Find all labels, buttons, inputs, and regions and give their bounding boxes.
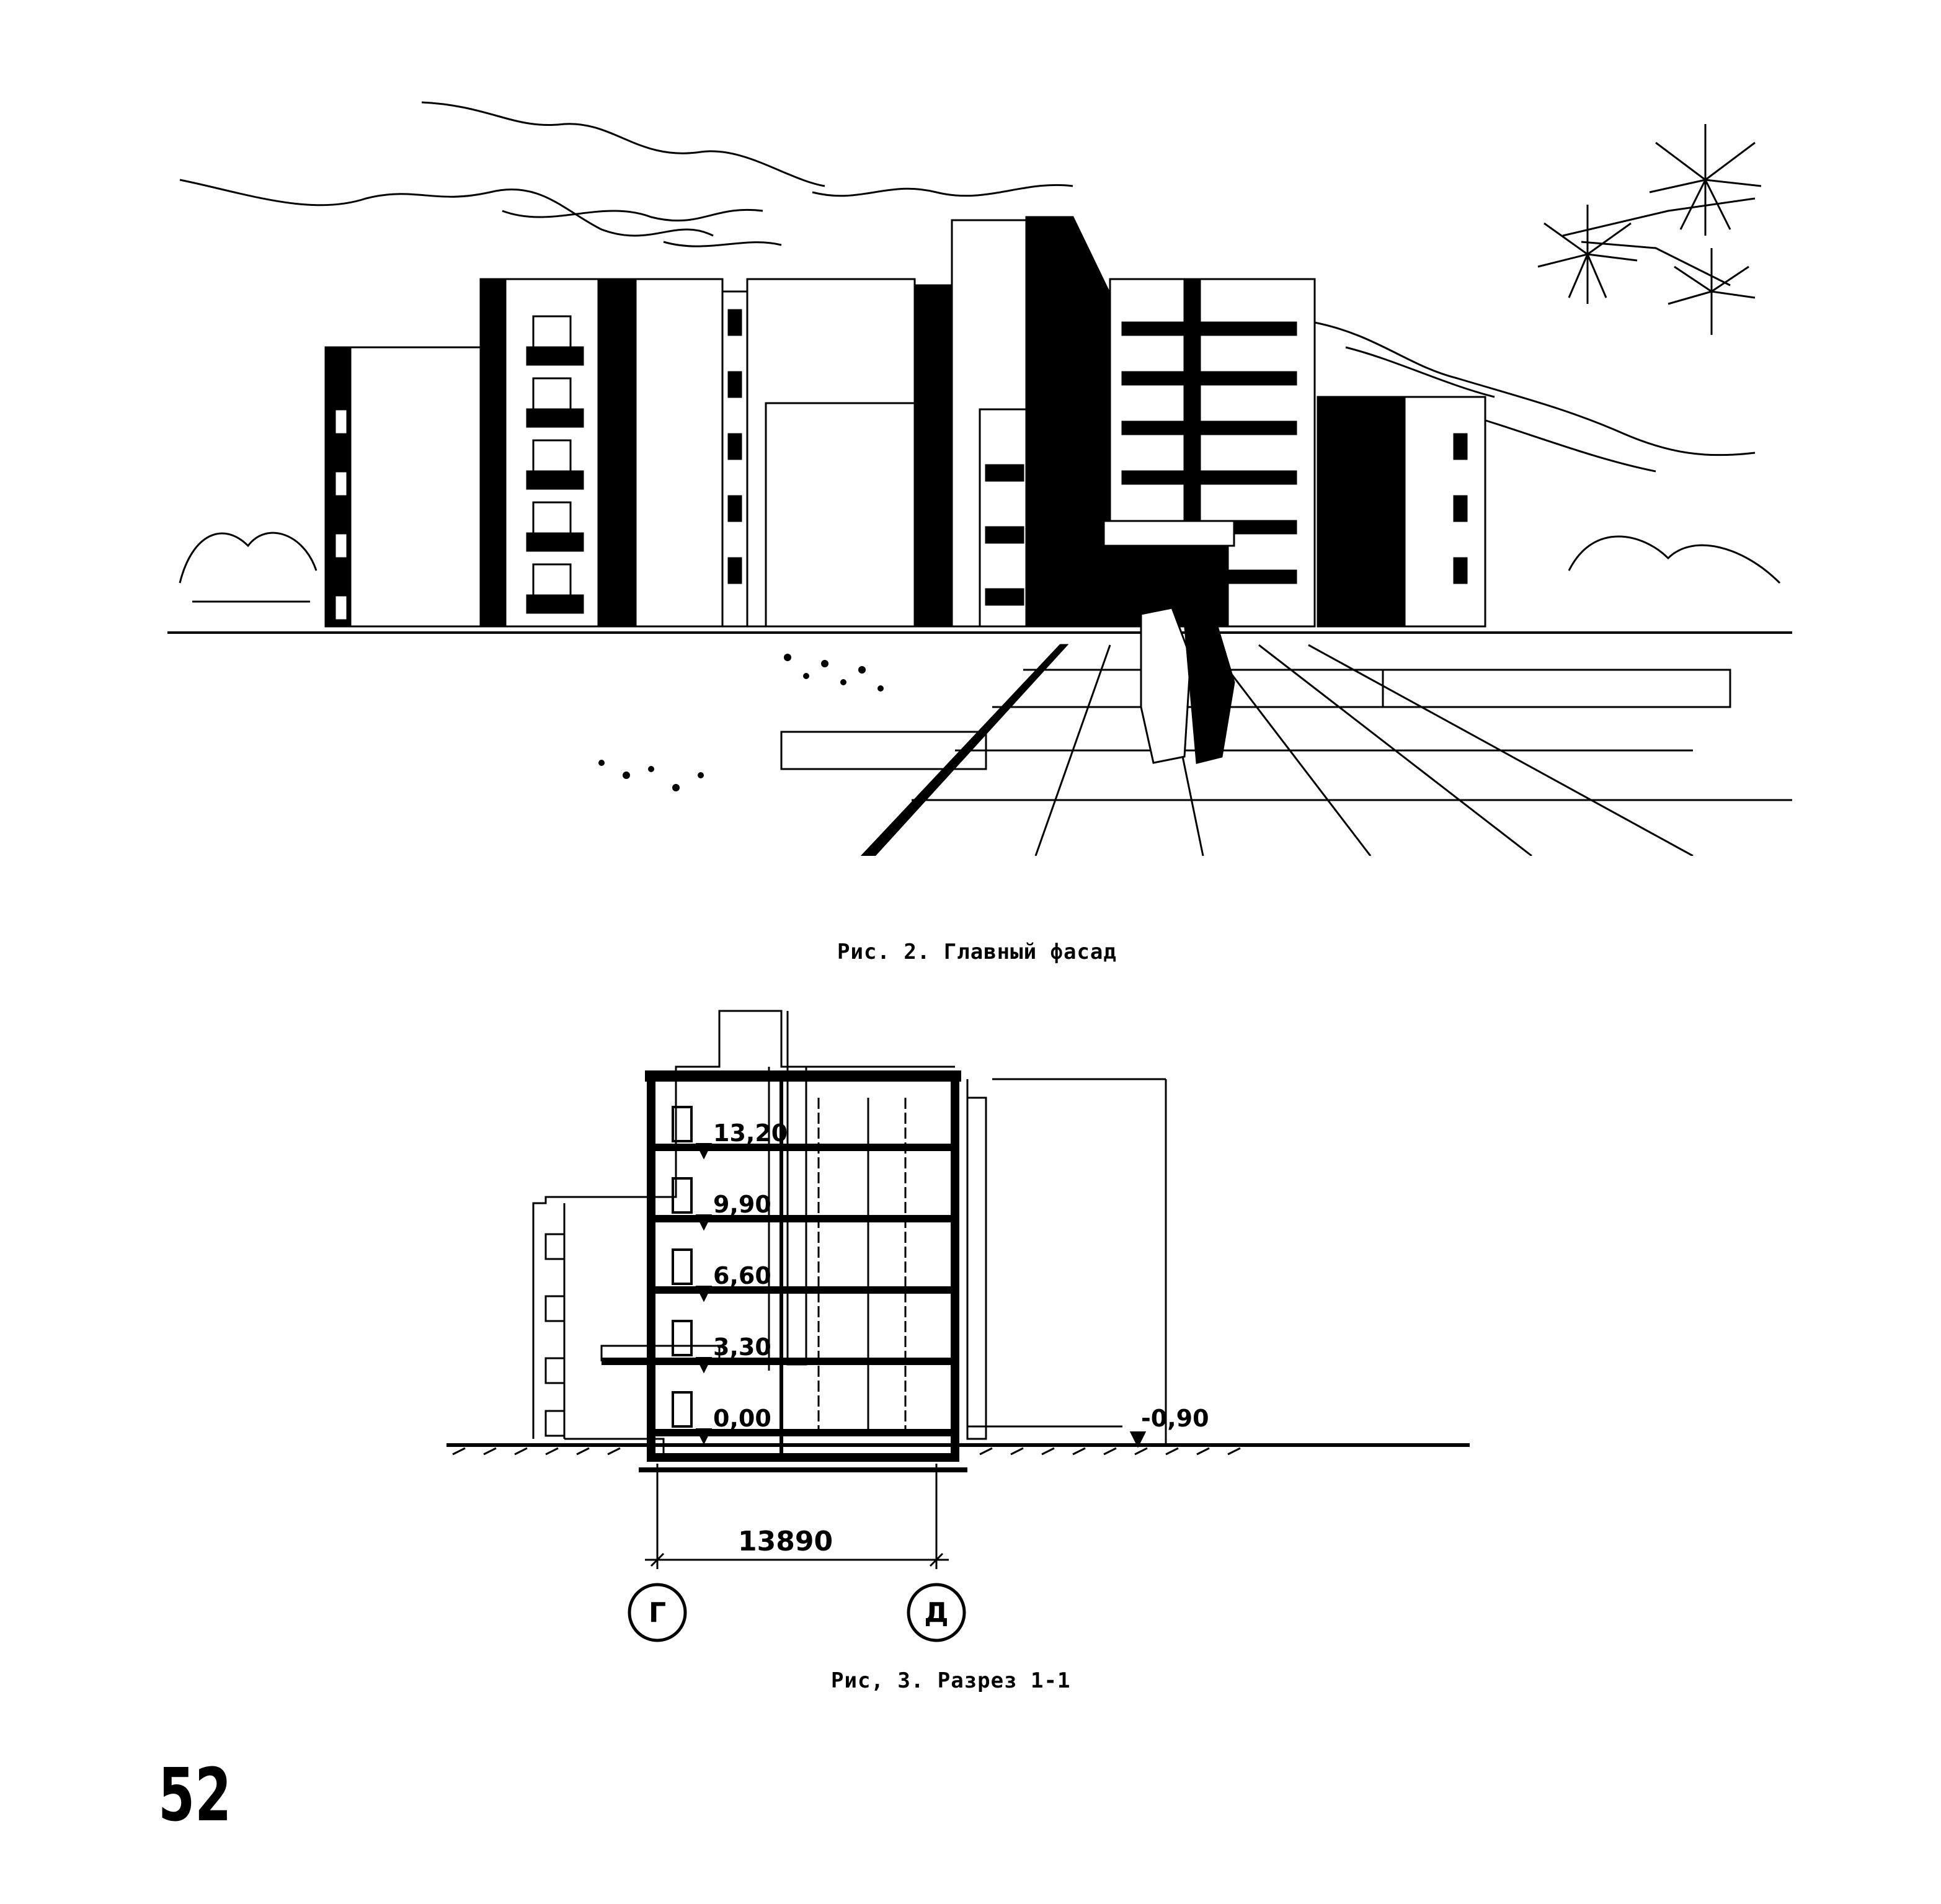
- elevation-0-00: 0,00: [713, 1405, 771, 1432]
- axis-bubble-d: [907, 1583, 966, 1642]
- elevation-3-30: 3,30: [713, 1333, 771, 1361]
- dimension-13890: 13890: [738, 1526, 833, 1557]
- dimension-line: [645, 1464, 949, 1569]
- main-facade-drawing: [167, 101, 1792, 856]
- elevation-9-90: 9,90: [713, 1191, 771, 1218]
- section-drawing: 13,20 9,90 6,60 3,30 0,00 -0,90 13890 Г …: [446, 1010, 1470, 1642]
- pedestrians: [1140, 607, 1235, 764]
- elevation-6-60: 6,60: [713, 1262, 771, 1289]
- axis-bubble-g: [628, 1583, 687, 1642]
- figure-2-caption: Рис. 2. Главный фасад: [837, 940, 1117, 964]
- elevation-marks: [695, 1143, 1147, 1448]
- building-complex: [324, 216, 1486, 628]
- ground: [446, 1443, 1470, 1472]
- clouds: [179, 101, 1756, 473]
- section-cut: [564, 1065, 987, 1462]
- pine-branch: [1537, 124, 1762, 335]
- axis-label-d: Д: [924, 1597, 948, 1629]
- page-number: 52: [158, 1752, 232, 1838]
- bush-dots: [598, 654, 884, 791]
- figure-3-caption: Рис, 3. Разрез 1-1: [831, 1668, 1071, 1693]
- elevation-13-20: 13,20: [713, 1119, 788, 1147]
- axis-label-g: Г: [649, 1597, 666, 1629]
- plaza-paving: [780, 644, 1792, 856]
- shrubs: [179, 532, 1781, 603]
- ground-elevation: -0,90: [1141, 1405, 1209, 1432]
